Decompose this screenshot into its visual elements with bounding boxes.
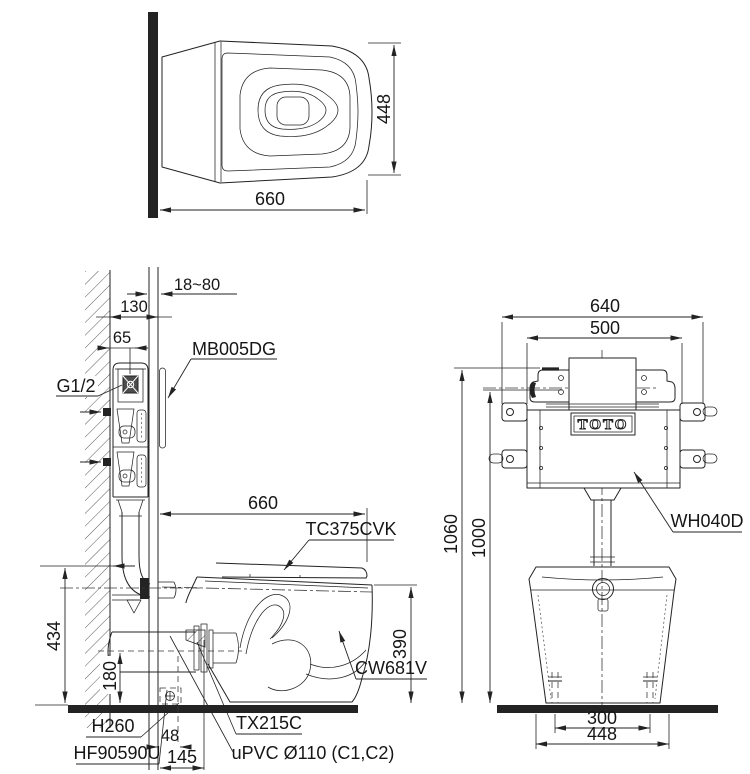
bowl-opening	[276, 96, 310, 126]
floor-fixing-detail	[159, 687, 182, 705]
side-view: 18~80 130 65	[35, 267, 427, 771]
toto-logo: TOTO	[578, 417, 629, 433]
mount-bracket	[679, 449, 706, 469]
label-drain-pipe: uPVC Ø110 (C1,C2)	[232, 743, 395, 763]
toto-logo-box	[570, 412, 636, 436]
flush-pipe-side	[112, 499, 177, 614]
dim-1060: 1060	[441, 514, 461, 554]
label-bowl-model: CW681V	[355, 658, 427, 678]
mount-bracket	[679, 402, 706, 422]
drain-gasket	[185, 629, 206, 648]
dim-448-front: 448	[587, 724, 617, 744]
dim-640: 640	[590, 296, 620, 316]
mount-bracket	[501, 402, 528, 422]
dim-434: 434	[44, 621, 64, 651]
bowl-rear-view	[528, 566, 677, 704]
concealed-tank-side	[80, 362, 149, 501]
floor-bar-front	[497, 705, 718, 713]
top-view: 448 660	[148, 12, 401, 218]
bowl-side	[161, 562, 373, 703]
label-inlet-thread: G1/2	[56, 376, 95, 396]
dim-300: 300	[587, 708, 617, 728]
dim-depth-top-view: 448	[374, 94, 394, 124]
label-h260: H260	[91, 716, 134, 736]
dim-180: 180	[100, 661, 120, 691]
label-flush-pipe: TX215C	[236, 713, 302, 733]
concealed-tank-front: TOTO	[488, 402, 718, 566]
dim-width-top-view: 660	[255, 189, 285, 209]
dim-500: 500	[590, 318, 620, 338]
label-seat-model: TC375CVK	[305, 519, 396, 539]
flush-plate	[159, 367, 166, 449]
dim-130: 130	[120, 298, 148, 316]
label-floor-fixing: HF90590U	[73, 743, 160, 763]
seat-outline-top	[221, 52, 359, 172]
mount-bracket	[501, 449, 528, 469]
wall-section-bar	[148, 12, 158, 218]
seat-lid-side	[215, 562, 368, 579]
dim-145: 145	[167, 747, 197, 767]
dim-48: 48	[161, 727, 179, 745]
front-view: 640 500	[441, 296, 744, 749]
floor-bar-side	[68, 705, 358, 713]
bowl-outline-top	[161, 40, 373, 184]
label-flush-plate: MB005DG	[192, 339, 276, 359]
dim-height-side-view: 390	[390, 629, 410, 659]
dim-1000: 1000	[469, 518, 489, 558]
dim-width-side-view: 660	[248, 493, 278, 513]
wall-outlet-gasket	[140, 578, 149, 599]
tank-top-assembly	[529, 357, 676, 411]
label-tank-model: WH040D	[670, 511, 743, 531]
dim-65: 65	[113, 329, 131, 347]
dim-panel-thickness: 18~80	[174, 276, 220, 294]
